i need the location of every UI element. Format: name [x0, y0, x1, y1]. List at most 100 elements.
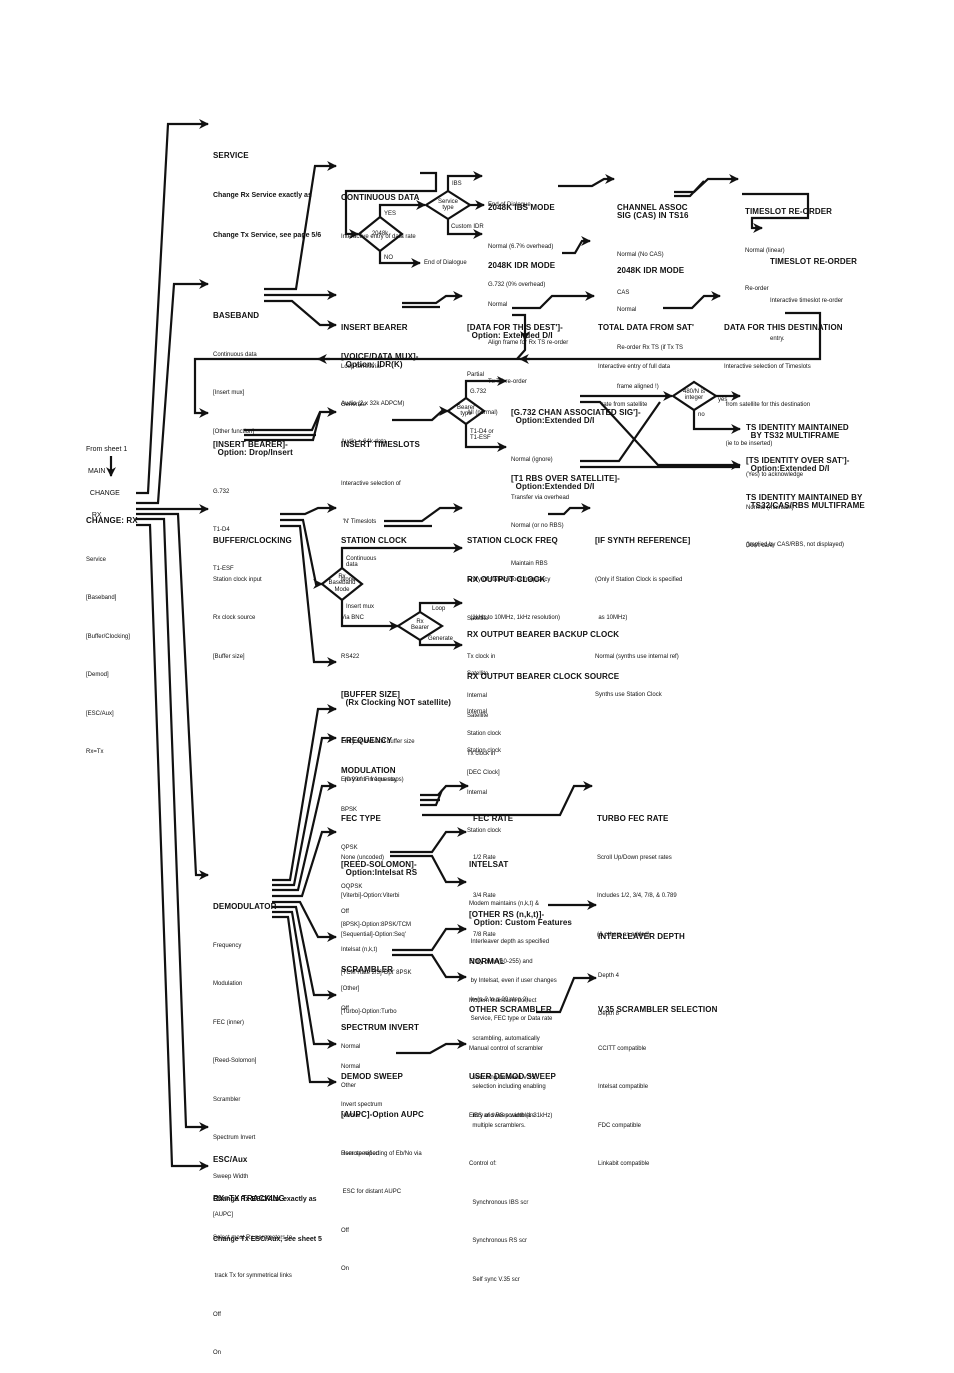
node-note: Change Tx Service, see page 5/6: [213, 231, 322, 239]
node-title: INSERT TIMESLOTS: [341, 440, 420, 449]
edge-label-custom-idr: Custom IDR: [451, 224, 484, 230]
node-title: [INSERT BEARER]- Option: Drop/Insert: [213, 440, 293, 457]
node-note: Change Tx ESC/Aux, see sheet 5: [213, 1235, 322, 1243]
node-item: Normal (maintain): [746, 505, 794, 511]
node-item: Audio (2 x 32k ADPCM): [341, 401, 405, 407]
node-item: Via BNC: [341, 615, 364, 622]
node-2048k-idr-mode-1: 2048K IDR MODE Normal Align frame for Rx…: [488, 230, 568, 401]
node-item: scrambling, automatically: [469, 1036, 540, 1043]
edge-label-continuous: Continuous data: [346, 556, 377, 569]
menu-item-service[interactable]: Service: [86, 557, 107, 563]
node-item: Control of:: [469, 1161, 497, 1168]
node-ts-identity-over-sat: [TS IDENTITY OVER SAT']- Option:Extended…: [746, 425, 850, 566]
node-title: [TS IDENTITY OVER SAT']- Option:Extended…: [746, 456, 850, 473]
node-item: Off: [341, 1227, 349, 1234]
node-data-this-dest: [DATA FOR THIS DEST']- Option: Extended …: [467, 292, 563, 433]
node-title: [VOICE/DATA MUX]- Option: IDR(K): [341, 352, 419, 369]
node-title: V.35 SCRAMBLER SELECTION: [598, 1005, 718, 1014]
node-item: k=(n-2 to n-20 step 2): [469, 997, 529, 1004]
menu-item-demod[interactable]: [Demod]: [86, 672, 109, 679]
node-item: Interactive timeslot re-order: [770, 298, 844, 304]
node-item: Normal (linear): [745, 248, 785, 254]
node-baseband: BASEBAND Continuous data [Insert mux] [O…: [213, 280, 259, 451]
menu-item-baseband[interactable]: [Baseband]: [86, 595, 117, 602]
node-item: Station clock: [467, 731, 502, 738]
node-title: DEMODULATOR: [213, 902, 277, 911]
node-insert-timeslots: INSERT TIMESLOTS Interactive selection o…: [341, 409, 420, 542]
node-item: G.732 (0% overhead): [488, 282, 546, 289]
menu-item-rx-tx[interactable]: Rx=Tx: [86, 749, 104, 756]
node-other-rs: [OTHER RS (n,k,t)]- Option: Custom Featu…: [469, 879, 572, 1020]
node-item: T1-ESF: [213, 565, 234, 572]
node-item: 'N' Timeslots: [341, 519, 377, 526]
node-item: Tx clock in: [467, 751, 496, 758]
node-station-clock-freq: STATION CLOCK FREQ Entry of station cloc…: [467, 505, 560, 638]
node-item: BPSK: [341, 807, 358, 813]
entry-line: MAIN: [86, 467, 106, 475]
edge-label-yes: yes: [718, 397, 728, 403]
node-ts-identity-ts32: TS IDENTITY MAINTAINED BY TS32 MULTIFRAM…: [746, 392, 849, 494]
node-rx-output-clock: RX OUTPUT CLOCK Satellite Tx clock in In…: [467, 544, 545, 792]
node-title: [IF SYNTH REFERENCE]: [595, 536, 691, 545]
node-title: [AUPC]-Option AUPC: [341, 1110, 424, 1119]
edge-rxtx: [136, 523, 209, 1171]
decision-service-type: Service type: [437, 199, 458, 212]
node-scrambler: SCRAMBLER Off Normal Other: [341, 934, 393, 1105]
node-title: TIMESLOT RE-ORDER: [745, 207, 833, 216]
node-voice-data-mux: [VOICE/DATA MUX]- Option: IDR(K) Audio (…: [341, 321, 419, 462]
node-fec-type: FEC TYPE None (uncoded) [Viterbi]-Option…: [341, 783, 412, 1031]
node-item: None (uncoded): [341, 855, 385, 861]
edge-label-no: no: [698, 412, 705, 418]
node-item: Off: [213, 1311, 221, 1318]
node-item: Normal: [341, 1113, 361, 1119]
node-item: On: [341, 1266, 350, 1273]
node-title: INTELSAT: [469, 860, 509, 869]
node-g732-cas: [G.732 CHAN ASSOCIATED SIG']- Option:Ext…: [511, 377, 641, 518]
node-item: Station clock: [467, 828, 502, 835]
node-note: Change Rx Service exactly as: [213, 192, 312, 199]
entry-from-sheet: From sheet 1 MAIN CHANGE RX: [86, 431, 127, 526]
node-item: rate from satellite: [598, 402, 648, 409]
edge-esc: [136, 517, 209, 1132]
edge-voice-mux: [264, 299, 337, 330]
entry-line: RX: [86, 511, 102, 519]
node-item: Frequency: [213, 943, 242, 949]
node-normal-scrambler: NORMAL Modem maintains correct scramblin…: [469, 926, 540, 1136]
node-item: 3/4 Rate: [473, 893, 496, 900]
node-title: TURBO FEC RATE: [597, 814, 669, 823]
node-item: FEC (inner): [213, 1019, 245, 1026]
node-user-demod-sweep: USER DEMOD SWEEP Entry of sweep width (1…: [469, 1041, 556, 1135]
entry-line: From sheet 1: [86, 445, 128, 453]
node-timeslot-reorder-2: TIMESLOT RE-ORDER Interactive timeslot r…: [770, 226, 857, 359]
node-item: Interleaver depth as specified: [469, 939, 550, 946]
decision-480n-integer: 480/N is integer: [682, 389, 705, 402]
node-item: Off: [341, 1006, 349, 1012]
node-title: DEMOD SWEEP: [341, 1072, 403, 1081]
node-item: multiple scramblers.: [469, 1122, 526, 1129]
menu-item-buffer-clocking[interactable]: [Buffer/Clocking]: [86, 633, 130, 640]
node-title: [T1 RBS OVER SATELLITE]- Option:Extended…: [511, 474, 620, 491]
node-item: QPSK: [341, 845, 358, 852]
node-item: Entry of end-end buffer size: [341, 739, 415, 745]
menu-item-esc-aux[interactable]: [ESC/Aux]: [86, 710, 114, 717]
node-item: Transfer via overhead: [511, 495, 570, 502]
edge-label-g732: G.732: [470, 389, 487, 395]
node-item: switching between V.35,: [469, 1074, 537, 1081]
node-item: Internal: [467, 709, 488, 716]
node-title: 2048K IBS MODE: [488, 203, 555, 212]
node-change-rx: CHANGE: RX Service [Baseband] [Buffer/Cl…: [86, 485, 138, 772]
node-item: by Intelsat, even if user changes: [469, 977, 557, 984]
node-title: CHANGE: RX: [86, 516, 138, 525]
node-item: (ie to be inserted): [724, 440, 773, 447]
node-title: TIMESLOT RE-ORDER: [770, 257, 858, 266]
node-title: CONTINUOUS DATA: [341, 193, 420, 202]
node-item: Modulation: [213, 981, 243, 988]
node-title: STATION CLOCK: [341, 536, 407, 545]
node-buffer-clocking: BUFFER/CLOCKING Station clock input Rx c…: [213, 505, 292, 676]
node-item: (Implied by CAS/RBS, not displayed): [746, 542, 845, 548]
node-item: Satellite: [467, 671, 489, 677]
node-service: SERVICE Change Rx Service exactly as Cha…: [213, 120, 321, 255]
node-demod-sweep: DEMOD SWEEP Normal User specified: [341, 1041, 403, 1174]
node-item: T1-D4: [213, 527, 230, 534]
